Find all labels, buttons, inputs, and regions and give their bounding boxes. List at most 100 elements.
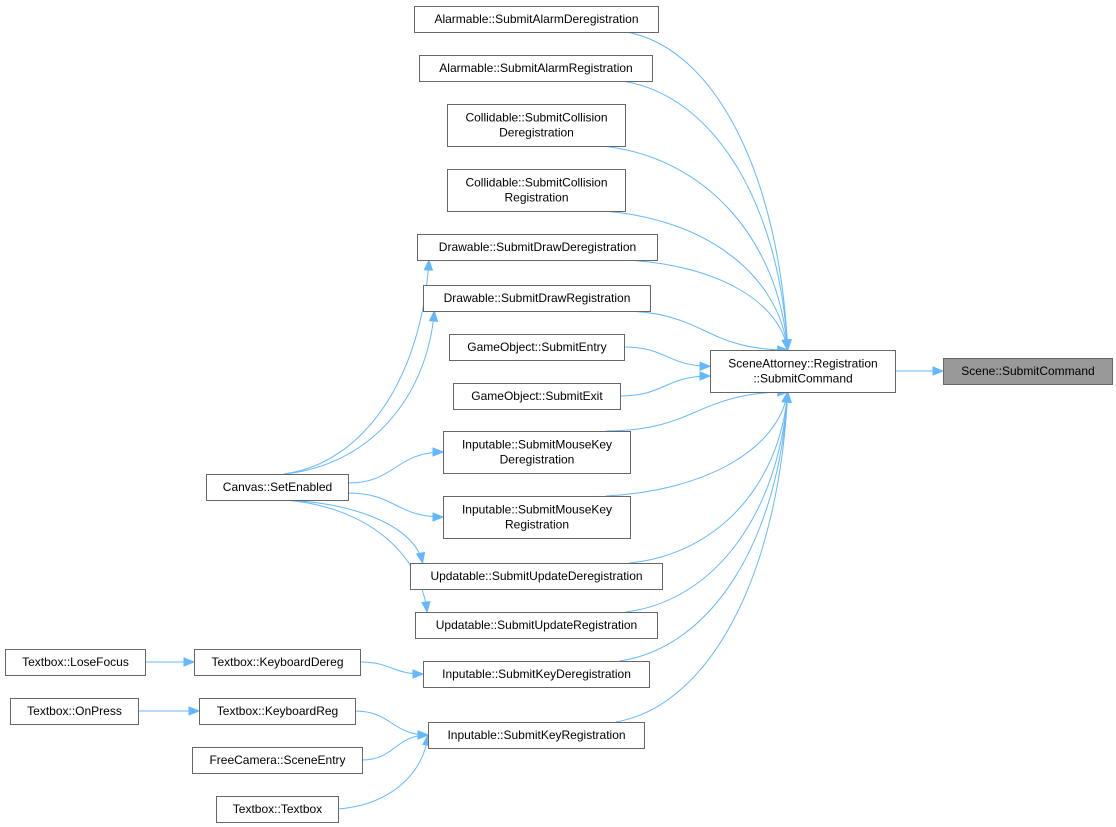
edge-upd_dereg-to-sa_submitcommand xyxy=(629,391,789,564)
node-upd_reg[interactable]: Updatable::SubmitUpdateRegistration xyxy=(415,612,658,639)
edges-layer xyxy=(138,31,945,810)
node-label: Textbox::Textbox xyxy=(233,802,322,816)
node-alarm_reg[interactable]: Alarmable::SubmitAlarmRegistration xyxy=(419,55,653,82)
node-alarm_dereg[interactable]: Alarmable::SubmitAlarmDeregistration xyxy=(414,6,659,33)
edge-inp_key_reg-to-sa_submitcommand xyxy=(615,391,789,723)
node-label: Drawable::SubmitDrawDeregistration xyxy=(439,240,636,254)
node-label: Scene::SubmitCommand xyxy=(961,364,1094,378)
edge-inp_key_dereg-to-sa_submitcommand xyxy=(619,391,789,662)
node-label: Drawable::SubmitDrawRegistration xyxy=(444,291,631,305)
node-box[interactable] xyxy=(194,649,361,676)
node-box[interactable] xyxy=(710,350,896,393)
node-scene_submitcommand[interactable]: Scene::SubmitCommand xyxy=(943,358,1113,385)
node-box[interactable] xyxy=(423,661,650,688)
edge-draw_reg-to-sa_submitcommand xyxy=(620,310,788,351)
node-coll_dereg[interactable]: Collidable::SubmitCollisionDeregistratio… xyxy=(447,104,626,147)
node-label: Registration xyxy=(505,518,569,532)
node-label: Registration xyxy=(504,191,568,205)
arrowhead-canvas_setenabled-to-inp_mk_reg xyxy=(432,512,445,522)
node-label: Collidable::SubmitCollision xyxy=(465,111,607,125)
node-tb_onpress[interactable]: Textbox::OnPress xyxy=(10,698,139,725)
node-box[interactable] xyxy=(417,234,658,261)
edge-inp_mk_reg-to-sa_submitcommand xyxy=(605,391,789,497)
arrowhead-canvas_setenabled-to-upd_dereg xyxy=(415,551,426,565)
node-go_entry[interactable]: GameObject::SubmitEntry xyxy=(449,334,625,361)
node-canvas_setenabled[interactable]: Canvas::SetEnabled xyxy=(206,474,349,501)
arrowhead-inp_key_reg-to-sa_submitcommand xyxy=(782,390,792,403)
node-tb_kbdereg[interactable]: Textbox::KeyboardDereg xyxy=(194,649,361,676)
node-label: FreeCamera::SceneEntry xyxy=(209,753,345,767)
node-draw_dereg[interactable]: Drawable::SubmitDrawDeregistration xyxy=(417,234,658,261)
edge-canvas_setenabled-to-upd_reg xyxy=(284,499,428,613)
node-tb_textbox[interactable]: Textbox::Textbox xyxy=(216,796,339,823)
node-label: Textbox::OnPress xyxy=(27,704,122,718)
arrowhead-canvas_setenabled-to-inp_mk_dereg xyxy=(432,447,445,457)
arrowhead-tb_kbdereg-to-inp_key_dereg xyxy=(412,669,425,679)
node-upd_dereg[interactable]: Updatable::SubmitUpdateDeregistration xyxy=(410,563,663,590)
edge-draw_dereg-to-sa_submitcommand xyxy=(625,259,789,351)
node-box[interactable] xyxy=(447,104,626,147)
edge-alarm_dereg-to-sa_submitcommand xyxy=(626,31,789,351)
node-go_exit[interactable]: GameObject::SubmitExit xyxy=(453,383,621,410)
edge-tb_kbreg-to-inp_key_reg xyxy=(354,710,429,736)
node-box[interactable] xyxy=(443,496,631,539)
node-label: Textbox::KeyboardDereg xyxy=(211,655,343,669)
edge-canvas_setenabled-to-inp_mk_reg xyxy=(347,492,444,518)
arrowhead-tb_losefocus-to-tb_kbdereg xyxy=(183,657,196,667)
arrowhead-freecam_sceneentry-to-inp_key_reg xyxy=(417,730,430,740)
node-tb_kbreg[interactable]: Textbox::KeyboardReg xyxy=(199,698,356,725)
edge-canvas_setenabled-to-upd_dereg xyxy=(284,499,424,564)
node-box[interactable] xyxy=(453,383,621,410)
edge-go_entry-to-sa_submitcommand xyxy=(623,346,711,367)
arrowhead-go_entry-to-sa_submitcommand xyxy=(699,361,712,371)
node-box[interactable] xyxy=(10,698,139,725)
nodes-layer: Scene::SubmitCommand SceneAttorney::Regis… xyxy=(5,6,1113,823)
node-freecam_sceneentry[interactable]: FreeCamera::SceneEntry xyxy=(192,747,363,774)
node-label: Alarmable::SubmitAlarmDeregistration xyxy=(434,12,638,26)
node-label: ::SubmitCommand xyxy=(753,372,852,386)
node-box[interactable] xyxy=(449,334,625,361)
node-sa_submitcommand[interactable]: SceneAttorney::Registration::SubmitComma… xyxy=(710,350,896,393)
node-box[interactable] xyxy=(216,796,339,823)
edge-coll_dereg-to-sa_submitcommand xyxy=(601,145,789,351)
node-box[interactable] xyxy=(447,169,626,212)
node-box[interactable] xyxy=(410,563,663,590)
node-label: Textbox::LoseFocus xyxy=(22,655,129,669)
node-label: Inputable::SubmitMouseKey xyxy=(462,438,612,452)
node-box[interactable] xyxy=(199,698,356,725)
node-label: SceneAttorney::Registration xyxy=(728,357,877,371)
node-label: Updatable::SubmitUpdateRegistration xyxy=(436,618,637,632)
edge-upd_reg-to-sa_submitcommand xyxy=(625,391,789,613)
node-inp_key_reg[interactable]: Inputable::SubmitKeyRegistration xyxy=(428,722,645,749)
node-label: Updatable::SubmitUpdateDeregistration xyxy=(430,569,642,583)
node-box[interactable] xyxy=(419,55,653,82)
node-box[interactable] xyxy=(415,612,658,639)
arrowhead-canvas_setenabled-to-upd_reg xyxy=(421,601,431,614)
node-box[interactable] xyxy=(206,474,349,501)
node-inp_key_dereg[interactable]: Inputable::SubmitKeyDeregistration xyxy=(423,661,650,688)
node-box[interactable] xyxy=(423,285,651,312)
node-label: Deregistration xyxy=(499,126,574,140)
edge-coll_reg-to-sa_submitcommand xyxy=(601,210,789,351)
node-box[interactable] xyxy=(428,722,645,749)
edge-alarm_reg-to-sa_submitcommand xyxy=(621,80,789,351)
arrowhead-canvas_setenabled-to-draw_reg xyxy=(428,309,439,322)
edge-canvas_setenabled-to-inp_mk_dereg xyxy=(347,451,444,484)
arrowhead-draw_dereg-to-sa_submitcommand xyxy=(781,338,791,352)
node-box[interactable] xyxy=(5,649,146,676)
node-box[interactable] xyxy=(192,747,363,774)
node-draw_reg[interactable]: Drawable::SubmitDrawRegistration xyxy=(423,285,651,312)
node-label: Deregistration xyxy=(500,453,575,467)
node-label: Textbox::KeyboardReg xyxy=(217,704,338,718)
node-box[interactable] xyxy=(443,431,631,474)
edge-tb_textbox-to-inp_key_reg xyxy=(337,734,429,810)
node-box[interactable] xyxy=(943,358,1113,385)
node-label: Canvas::SetEnabled xyxy=(223,480,332,494)
node-box[interactable] xyxy=(414,6,659,33)
node-label: Inputable::SubmitKeyDeregistration xyxy=(442,667,631,681)
node-tb_losefocus[interactable]: Textbox::LoseFocus xyxy=(5,649,146,676)
